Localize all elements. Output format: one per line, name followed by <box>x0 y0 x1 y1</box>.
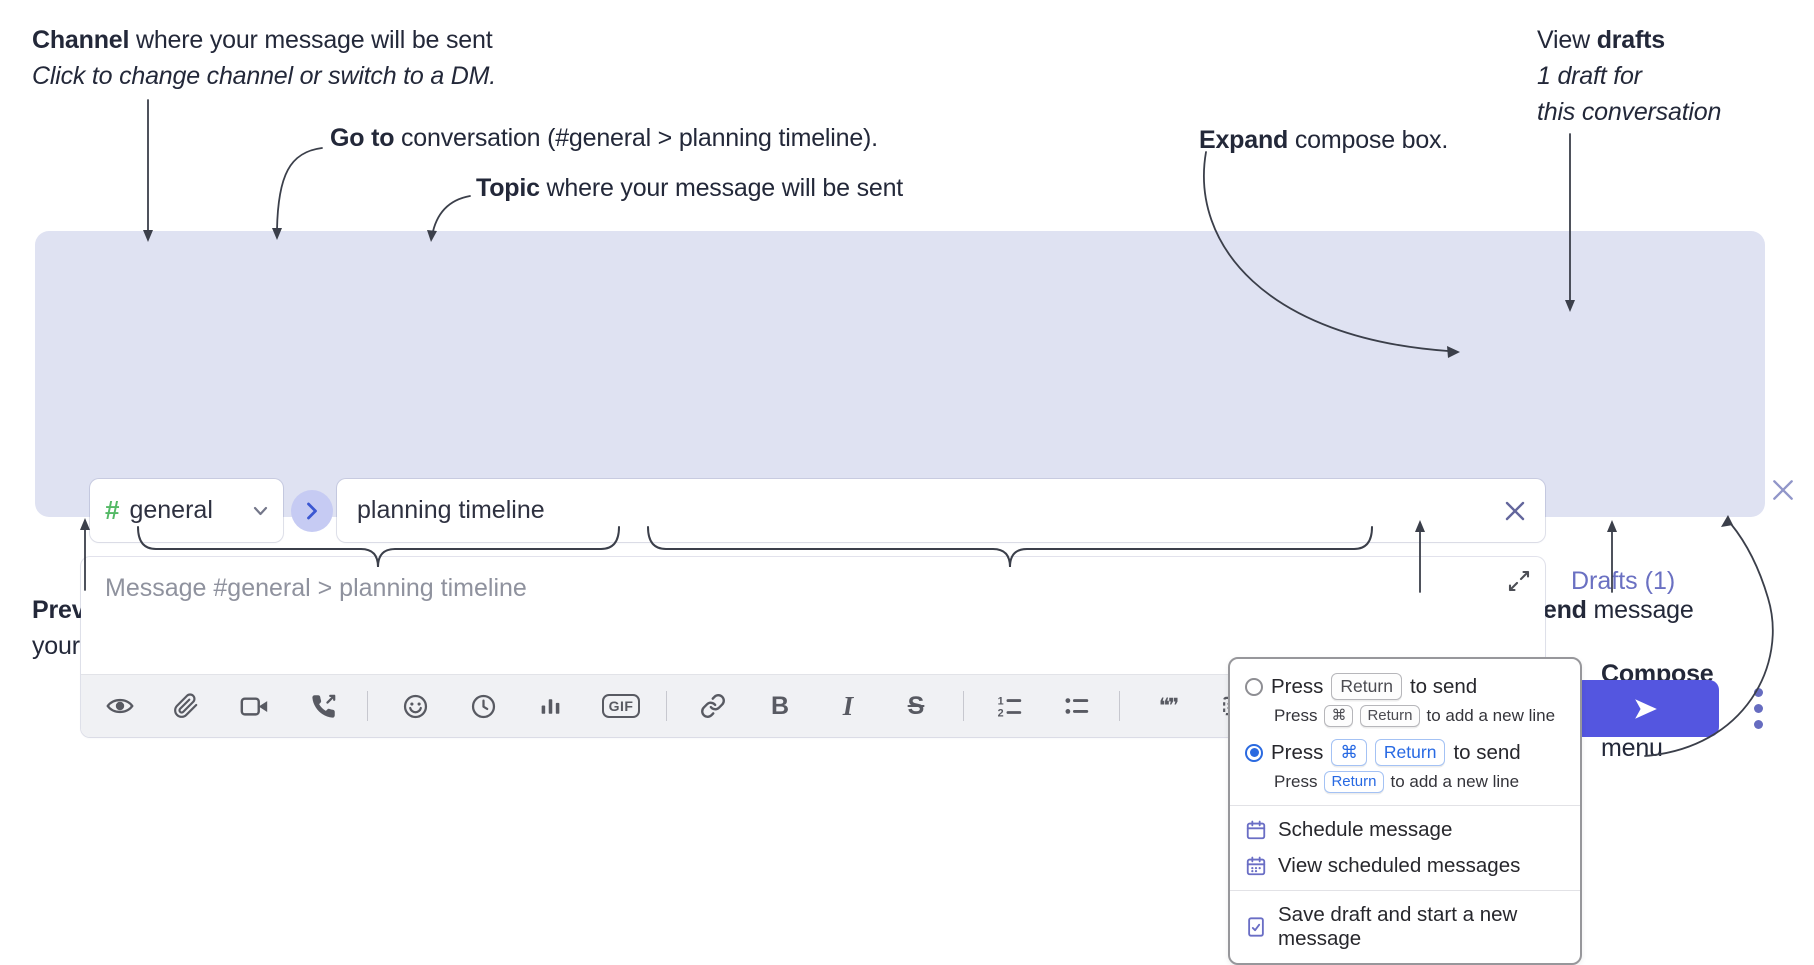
compose-options-popup: Press Return to send Press ⌘ Return to a… <box>1228 657 1582 965</box>
kbd-cmd-blue: ⌘ <box>1331 739 1367 766</box>
send-button[interactable] <box>1573 680 1719 737</box>
italic-icon[interactable]: I <box>826 684 870 728</box>
topic-field <box>337 479 1545 542</box>
view-drafts-line3: this conversation <box>1537 98 1722 126</box>
option2-press: Press <box>1271 740 1324 764</box>
kbd-return-blue: Return <box>1324 771 1384 793</box>
chevron-right-icon <box>306 502 318 520</box>
close-compose-icon[interactable] <box>1767 474 1799 506</box>
popup-divider <box>1230 805 1580 806</box>
toolbar-divider <box>1119 691 1120 721</box>
bold-glyph: B <box>770 691 790 720</box>
link-icon[interactable] <box>691 684 735 728</box>
kbd-return: Return <box>1360 705 1420 727</box>
goto-note: Go to conversation (#general > planning … <box>330 124 878 152</box>
menu-item-schedule-message[interactable]: Schedule message <box>1230 812 1580 848</box>
strikethrough-icon[interactable]: S <box>894 684 938 728</box>
arrowhead <box>1607 520 1617 532</box>
channel-name: general <box>129 496 213 524</box>
message-placeholder: Message #general > planning timeline <box>105 574 527 602</box>
calendar-icon <box>1246 820 1266 840</box>
compose-box: # general Message #general > planning ti… <box>35 231 1793 737</box>
view-drafts-line1: View drafts <box>1537 26 1665 54</box>
gif-icon[interactable]: GIF <box>594 684 648 728</box>
chevron-down-icon <box>253 506 268 516</box>
send-note: Send message <box>1526 596 1694 624</box>
channel-note-line1: Channel where your message will be sent <box>32 26 493 54</box>
channel-selector[interactable]: # general <box>90 479 283 542</box>
option-enter-to-send[interactable]: Press Return to send Press ⌘ Return to a… <box>1230 667 1580 733</box>
arrowhead <box>80 518 90 530</box>
option2-to-send: to send <box>1453 740 1521 764</box>
emoji-icon[interactable] <box>393 684 437 728</box>
view-drafts-line2: 1 draft for <box>1537 62 1642 90</box>
quote-glyph: ❝❞ <box>1158 694 1180 718</box>
radio-unselected-icon[interactable] <box>1245 677 1263 696</box>
topic-pointer-line <box>431 195 471 237</box>
topic-note: Topic where your message will be sent <box>476 174 904 202</box>
compose-options-ellipsis[interactable] <box>1754 688 1763 729</box>
topic-input[interactable] <box>355 495 1503 526</box>
toolbar-divider <box>963 691 964 721</box>
menu-item-view-scheduled-messages[interactable]: View scheduled messages <box>1230 848 1580 884</box>
poll-icon[interactable] <box>528 684 572 728</box>
italic-glyph: I <box>842 690 854 721</box>
expand-note: Expand compose box. <box>1199 126 1449 154</box>
bold-icon[interactable]: B <box>758 684 802 728</box>
expand-compose-icon[interactable] <box>1508 570 1530 592</box>
menu-item-save-draft-new-message[interactable]: Save draft and start a new message <box>1230 897 1580 957</box>
svg-text:2: 2 <box>998 707 1004 719</box>
option1-to-send: to send <box>1409 674 1478 698</box>
radio-selected-icon[interactable] <box>1245 743 1263 762</box>
option1-press: Press <box>1271 674 1324 698</box>
gif-label: GIF <box>601 694 641 718</box>
kbd-return-blue: Return <box>1374 739 1446 766</box>
toolbar-divider <box>367 691 368 721</box>
drafts-link[interactable]: Drafts (1) <box>1571 567 1676 595</box>
add-voice-call-icon[interactable] <box>301 684 345 728</box>
go-to-conversation-button[interactable] <box>291 490 333 532</box>
channel-note-line2: Click to change channel or switch to a D… <box>32 62 497 90</box>
popup-divider <box>1230 890 1580 891</box>
preview-icon[interactable] <box>98 684 142 728</box>
kbd-cmd: ⌘ <box>1324 705 1354 727</box>
add-global-time-icon[interactable] <box>461 684 505 728</box>
clear-topic-icon[interactable] <box>1503 499 1527 523</box>
toolbar-divider <box>666 691 667 721</box>
message-compose-area[interactable]: Message #general > planning timeline <box>81 557 1545 737</box>
option-cmd-enter-to-send[interactable]: Press ⌘ Return to send Press Return to a… <box>1230 733 1580 799</box>
bulleted-list-icon[interactable] <box>1054 684 1098 728</box>
kbd-return: Return <box>1331 673 1402 700</box>
quote-icon[interactable]: ❝❞ <box>1146 684 1190 728</box>
save-draft-icon <box>1248 917 1264 937</box>
channel-hash-icon: # <box>105 495 120 525</box>
svg-text:1: 1 <box>998 695 1004 707</box>
channel-note: Channel where your message will be sent … <box>32 22 496 94</box>
calendar-scheduled-icon <box>1246 856 1266 876</box>
send-icon <box>1630 696 1662 722</box>
goto-pointer-line <box>276 147 323 231</box>
add-video-call-icon[interactable] <box>232 684 276 728</box>
attach-file-icon[interactable] <box>164 684 208 728</box>
strikethrough-glyph: S <box>907 691 925 720</box>
view-drafts-note: View drafts 1 draft for this conversatio… <box>1537 22 1721 130</box>
